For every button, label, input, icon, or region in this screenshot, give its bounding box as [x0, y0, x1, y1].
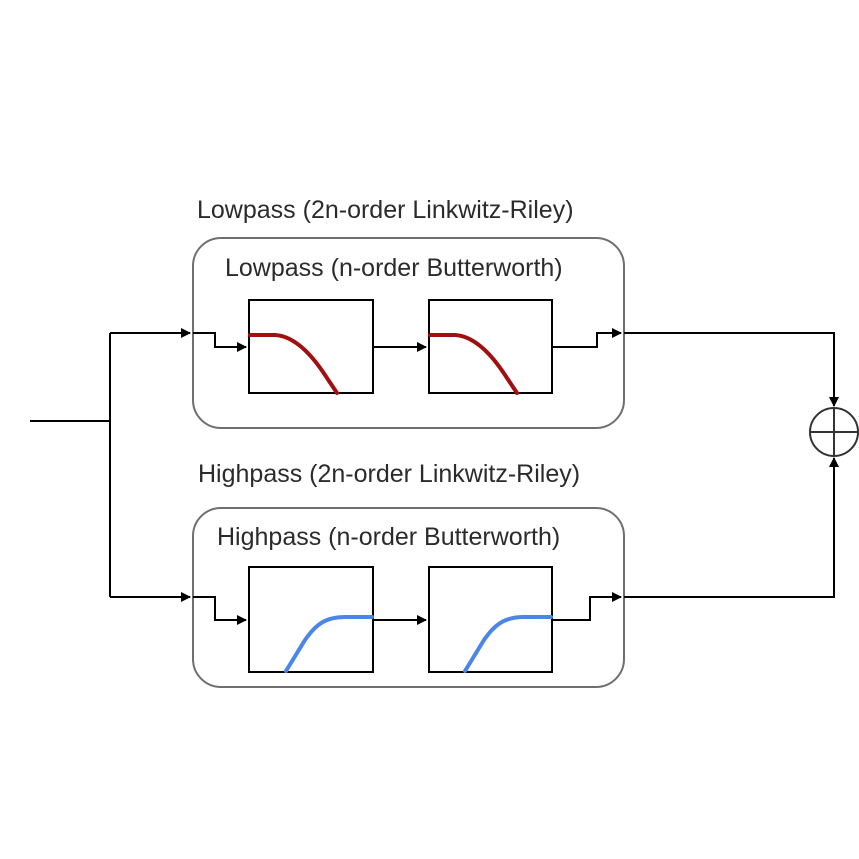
lowpass-response-curve [248, 333, 339, 395]
lowpass-filter-1 [248, 299, 374, 395]
highpass-into-filter1-arrow [193, 596, 247, 625]
highpass-filter-1 [248, 566, 374, 673]
highpass-filter-2 [428, 566, 553, 673]
lowpass-butterworth-label: Lowpass (n-order Butterworth) [225, 254, 563, 282]
highpass-to-summer-arrow [624, 457, 839, 598]
highpass-response-curve [463, 615, 553, 673]
summer-icon [809, 407, 859, 457]
lowpass-response-curve [428, 333, 519, 395]
lowpass-to-summer-arrow [624, 332, 839, 407]
lowpass-lr-label: Lowpass (2n-order Linkwitz-Riley) [197, 196, 574, 224]
lowpass-out-arrow [552, 328, 622, 348]
highpass-butterworth-label: Highpass (n-order Butterworth) [217, 523, 560, 551]
highpass-response-curve [284, 615, 374, 673]
lowpass-filter-2 [428, 299, 553, 395]
highpass-out-arrow [552, 592, 622, 621]
highpass-lr-label: Highpass (2n-order Linkwitz-Riley) [198, 460, 580, 488]
lowpass-into-filter1-arrow [193, 332, 247, 352]
